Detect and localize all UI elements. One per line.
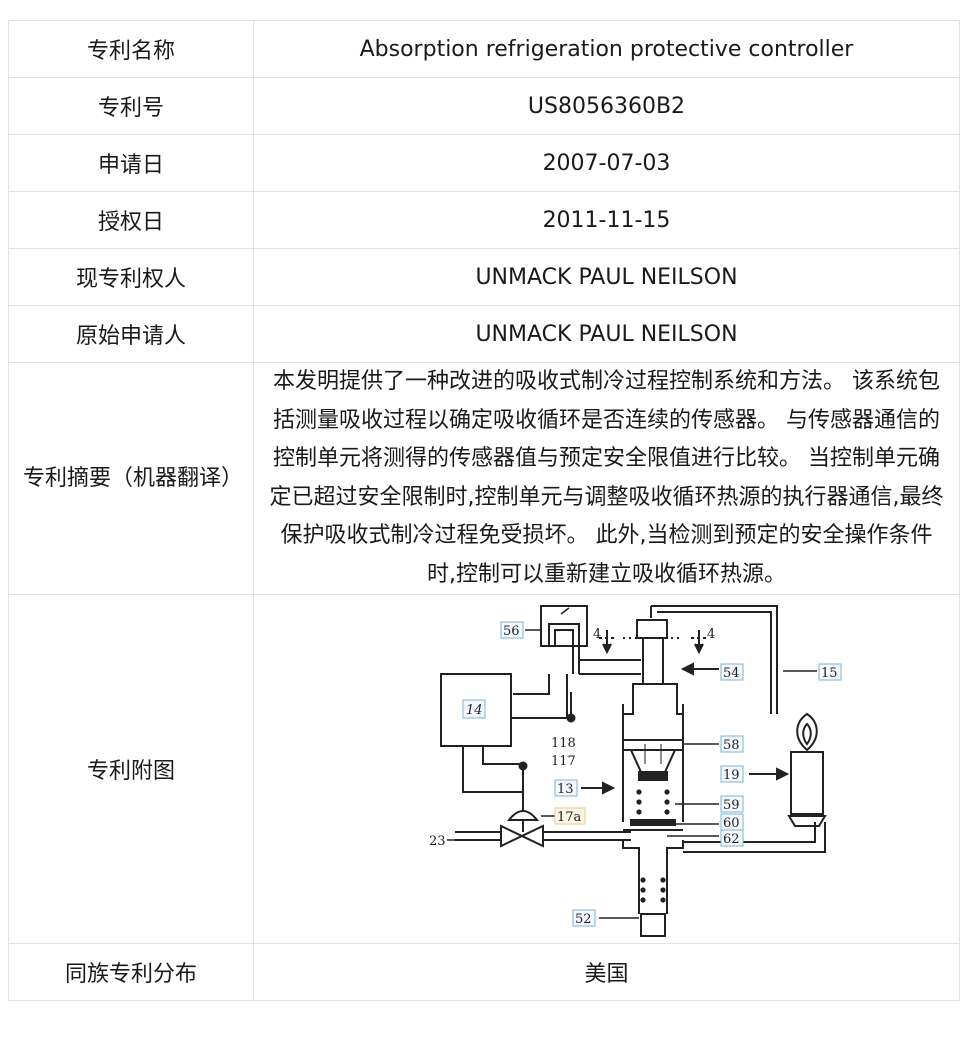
callout-52: 52 (575, 912, 592, 927)
filing-date-value: 2007-07-03 (253, 134, 960, 192)
row-abstract: 专利摘要（机器翻译） 本发明提供了一种改进的吸收式制冷过程控制系统和方法。 该系… (8, 362, 960, 595)
patent-number-value: US8056360B2 (253, 77, 960, 135)
abstract-label: 专利摘要（机器翻译） (8, 362, 254, 595)
original-applicant-value: UNMACK PAUL NEILSON (253, 305, 960, 363)
patent-number-label: 专利号 (8, 77, 254, 135)
row-patent-family: 同族专利分布 美国 (8, 943, 960, 1001)
callout-13: 13 (557, 782, 574, 797)
callout-60: 60 (723, 816, 740, 831)
row-original-applicant: 原始申请人 UNMACK PAUL NEILSON (8, 305, 960, 363)
callout-4a: 4 (593, 627, 601, 642)
callout-17a: 17a (557, 810, 582, 825)
callout-19: 19 (723, 768, 740, 783)
original-applicant-label: 原始申请人 (8, 305, 254, 363)
patent-info-table: 专利名称 Absorption refrigeration protective… (8, 20, 960, 1001)
patent-family-value: 美国 (253, 943, 960, 1001)
grant-date-value: 2011-11-15 (253, 191, 960, 249)
callout-4b: 4 (707, 627, 715, 642)
patent-name-label: 专利名称 (8, 20, 254, 78)
callout-23: 23 (429, 834, 446, 849)
callout-58: 58 (723, 738, 740, 753)
current-assignee-label: 现专利权人 (8, 248, 254, 306)
current-assignee-value: UNMACK PAUL NEILSON (253, 248, 960, 306)
callout-118: 118 (551, 736, 576, 751)
figure-label: 专利附图 (8, 594, 254, 944)
patent-figure-cell: 56 4 4 54 15 14 118 117 58 13 19 59 17a … (253, 594, 960, 944)
callout-56: 56 (503, 624, 520, 639)
patent-family-label: 同族专利分布 (8, 943, 254, 1001)
row-patent-name: 专利名称 Absorption refrigeration protective… (8, 20, 960, 78)
row-figure: 专利附图 (8, 594, 960, 944)
patent-name-value: Absorption refrigeration protective cont… (253, 20, 960, 78)
abstract-text: 本发明提供了一种改进的吸收式制冷过程控制系统和方法。 该系统包括测量吸收过程以确… (253, 362, 960, 595)
filing-date-label: 申请日 (8, 134, 254, 192)
patent-drawing: 56 4 4 54 15 14 118 117 58 13 19 59 17a … (429, 605, 842, 937)
callout-59: 59 (723, 798, 740, 813)
row-filing-date: 申请日 2007-07-03 (8, 134, 960, 192)
callout-54: 54 (723, 666, 740, 681)
row-patent-number: 专利号 US8056360B2 (8, 77, 960, 135)
callout-62: 62 (723, 832, 740, 847)
callout-14: 14 (466, 703, 483, 718)
callout-117: 117 (551, 754, 576, 769)
row-current-assignee: 现专利权人 UNMACK PAUL NEILSON (8, 248, 960, 306)
row-grant-date: 授权日 2011-11-15 (8, 191, 960, 249)
grant-date-label: 授权日 (8, 191, 254, 249)
callout-15: 15 (821, 666, 838, 681)
